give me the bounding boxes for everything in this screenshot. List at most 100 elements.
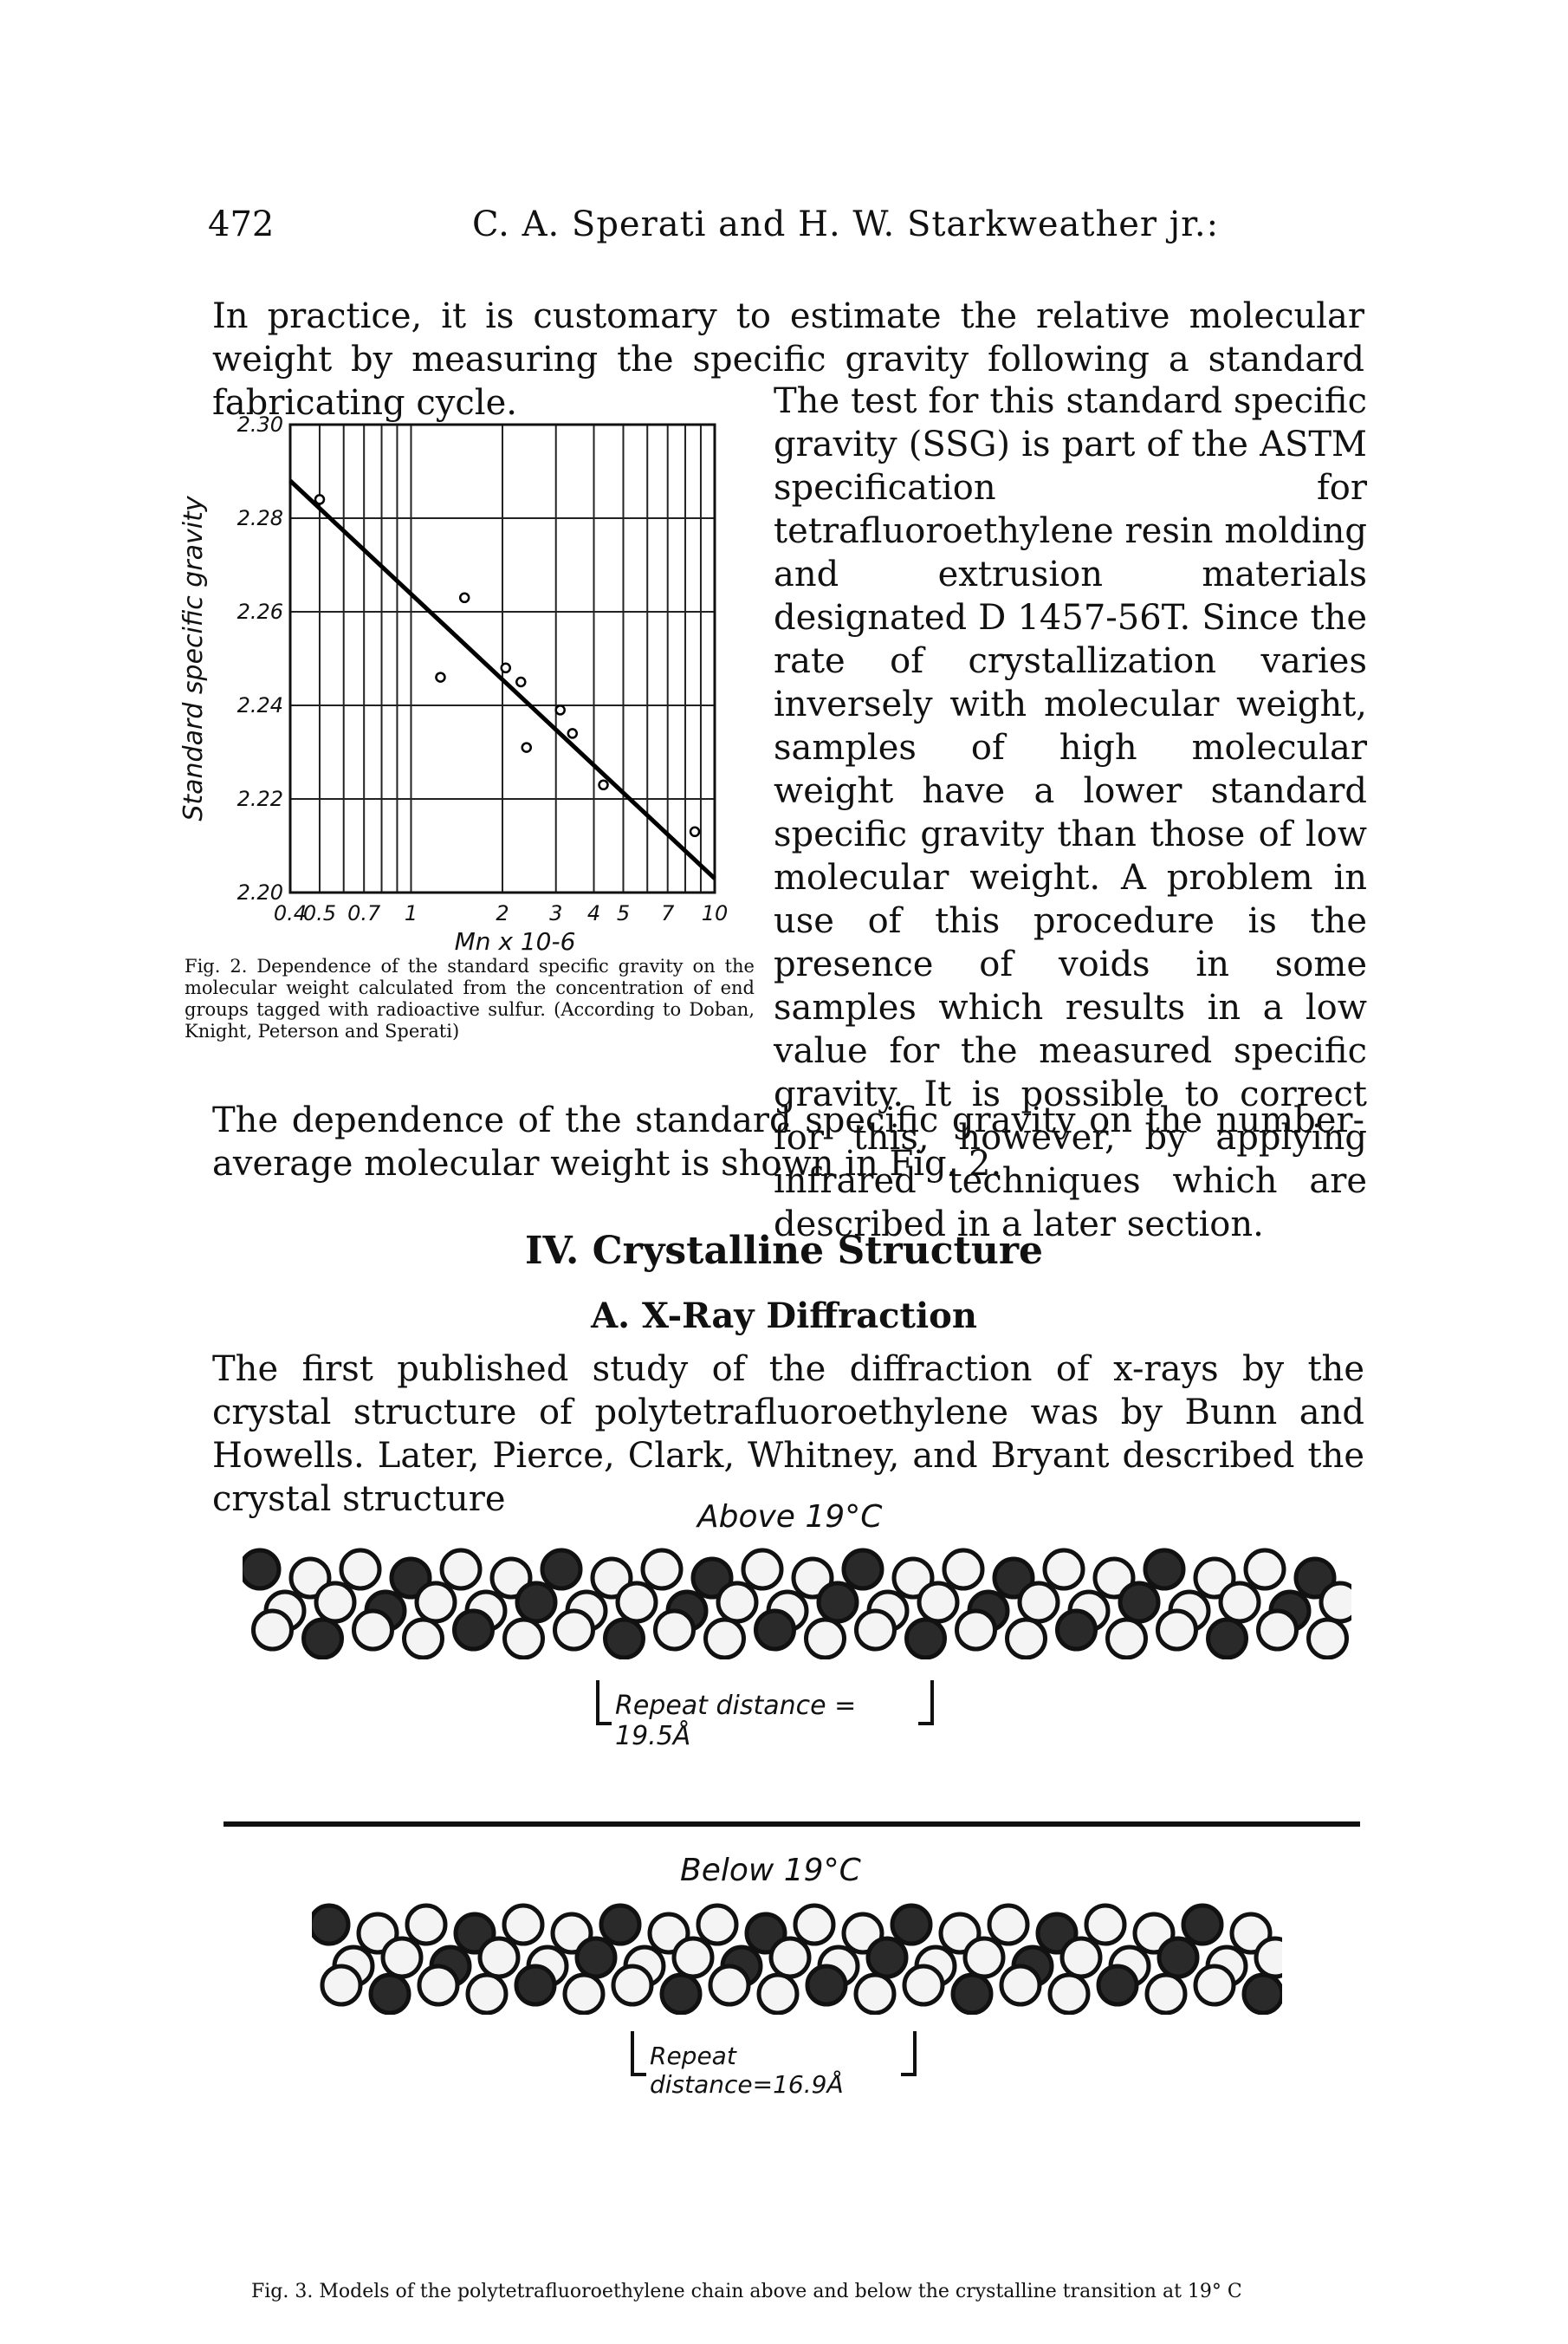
x-axis-label: Mn x 10-6 xyxy=(455,927,576,953)
below-chain-atom xyxy=(1157,1936,1200,1979)
subsection-heading: A. X-Ray Diffraction xyxy=(591,1295,977,1336)
x-tick-label: 5 xyxy=(617,901,630,925)
above-chain-atom xyxy=(1293,1556,1337,1600)
y-tick-label: 2.28 xyxy=(237,506,283,530)
x-tick-label: 3 xyxy=(549,901,562,925)
running-header-authors: C. A. Sperati and H. W. Starkweather jr.… xyxy=(472,205,1220,244)
below-chain-atom xyxy=(756,1972,800,2015)
below-chain-atom xyxy=(865,1936,909,1979)
section-heading: IV. Crystalline Structure xyxy=(524,1229,1044,1273)
above-chain-atom xyxy=(314,1581,357,1624)
above-chain-atom xyxy=(703,1617,746,1659)
data-point xyxy=(521,742,533,753)
below-chain-atom xyxy=(805,1964,848,2007)
below-chain-atom xyxy=(502,1903,545,1946)
above-chain-atom xyxy=(489,1556,533,1600)
above-chain-atom xyxy=(1055,1608,1098,1652)
below-chain-atom xyxy=(611,1964,654,2007)
below-chain-atom xyxy=(574,1936,618,1979)
above-chain-atom xyxy=(1092,1556,1136,1600)
above-chain-atom xyxy=(502,1617,545,1659)
above-chain-atom xyxy=(288,1556,332,1600)
data-point xyxy=(435,672,446,683)
above-chain-atom xyxy=(690,1556,734,1600)
below-chain-atom xyxy=(1059,1936,1103,1979)
above-chain-atom xyxy=(553,1608,595,1652)
above-chain-atom xyxy=(389,1556,432,1600)
y-tick-label: 2.30 xyxy=(237,412,283,437)
above-chain-atom xyxy=(1118,1581,1161,1624)
figure-3-caption: Fig. 3. Models of the polytetrafluoroeth… xyxy=(251,2281,1242,2302)
below-chain-atom xyxy=(962,1936,1006,1979)
above-chain-atom xyxy=(243,1548,282,1591)
above-chain-atom xyxy=(904,1617,947,1659)
below-chain-atom xyxy=(708,1964,751,2007)
above-chain-atom xyxy=(804,1617,846,1659)
above-chain-atom xyxy=(1243,1548,1286,1591)
below-chain-atom xyxy=(1241,1972,1282,2015)
below-chain-atom xyxy=(768,1936,812,1979)
below-chain-atom xyxy=(514,1964,557,2007)
above-chain-atom xyxy=(339,1548,382,1591)
below-chain-atom xyxy=(1193,1964,1236,2007)
x-tick-label: 0.4 xyxy=(274,901,307,925)
below-chain-atom xyxy=(1084,1903,1127,1946)
intro-paragraph: In practice, it is customary to estimate… xyxy=(212,296,1364,423)
below-chain-atom xyxy=(417,1964,460,2007)
above-chain-atom xyxy=(1143,1548,1186,1591)
data-point xyxy=(689,826,701,838)
chain-model-below xyxy=(312,1903,1282,2015)
data-point xyxy=(598,779,609,791)
above-chain-atom xyxy=(603,1617,645,1659)
above-chain-atom xyxy=(352,1608,394,1652)
above-chain-atom xyxy=(1156,1608,1198,1652)
repeat-marker-below: Repeat distance=16.9Å xyxy=(631,2028,917,2099)
below-chain-atom xyxy=(368,1972,411,2015)
below-chain-atom xyxy=(562,1972,606,2015)
x-tick-label: 2 xyxy=(496,901,509,925)
above-chain-atom xyxy=(816,1581,859,1624)
above-chain-atom xyxy=(1005,1617,1047,1659)
above-chain-atom xyxy=(452,1608,495,1652)
repeat-marker-above: Repeat distance = 19.5Å xyxy=(596,1677,934,1751)
above-chain-atom xyxy=(992,1556,1035,1600)
y-axis-label: Standard specific gravity xyxy=(178,495,209,821)
y-tick-label: 2.26 xyxy=(237,600,283,624)
above-chain-atom xyxy=(791,1556,834,1600)
above-chain-atom xyxy=(301,1617,344,1659)
y-tick-label: 2.24 xyxy=(237,693,283,717)
above-chain-atom xyxy=(1206,1617,1248,1659)
above-chain-atom xyxy=(942,1548,985,1591)
x-tick-label: 4 xyxy=(587,901,600,925)
below-chain-atom xyxy=(987,1903,1030,1946)
below-chain-atom xyxy=(902,1964,945,2007)
below-chain-atom xyxy=(1254,1936,1282,1979)
below-chain-atom xyxy=(659,1972,703,2015)
below-chain-atom xyxy=(793,1903,836,1946)
above-chain-atom xyxy=(1306,1617,1349,1659)
data-point xyxy=(314,494,326,505)
below-chain-atom xyxy=(477,1936,521,1979)
below-chain-atom xyxy=(599,1903,642,1946)
above-chain-atom xyxy=(741,1548,784,1591)
data-point xyxy=(554,704,566,716)
above-chain-atom xyxy=(854,1608,897,1652)
above-chain-atom xyxy=(615,1581,658,1624)
above-chain-atom xyxy=(955,1608,997,1652)
x-tick-label: 0.5 xyxy=(303,901,336,925)
below-chain-atom xyxy=(405,1903,448,1946)
data-point xyxy=(458,592,470,604)
above-chain-atom xyxy=(754,1608,796,1652)
below-chain-atom xyxy=(320,1964,363,2007)
figure-divider xyxy=(224,1821,1360,1827)
figure-reference-paragraph: The dependence of the standard specific … xyxy=(212,1101,1364,1184)
below-chain-atom xyxy=(950,1972,994,2015)
above-chain-atom xyxy=(891,1556,935,1600)
above-chain-atom xyxy=(1319,1581,1351,1624)
below-chain-atom xyxy=(1181,1903,1224,1946)
above-chain-atom xyxy=(1256,1608,1299,1652)
chain-model-above xyxy=(243,1548,1351,1659)
above-chain-atom xyxy=(590,1556,633,1600)
above-chain-atom xyxy=(251,1608,294,1652)
